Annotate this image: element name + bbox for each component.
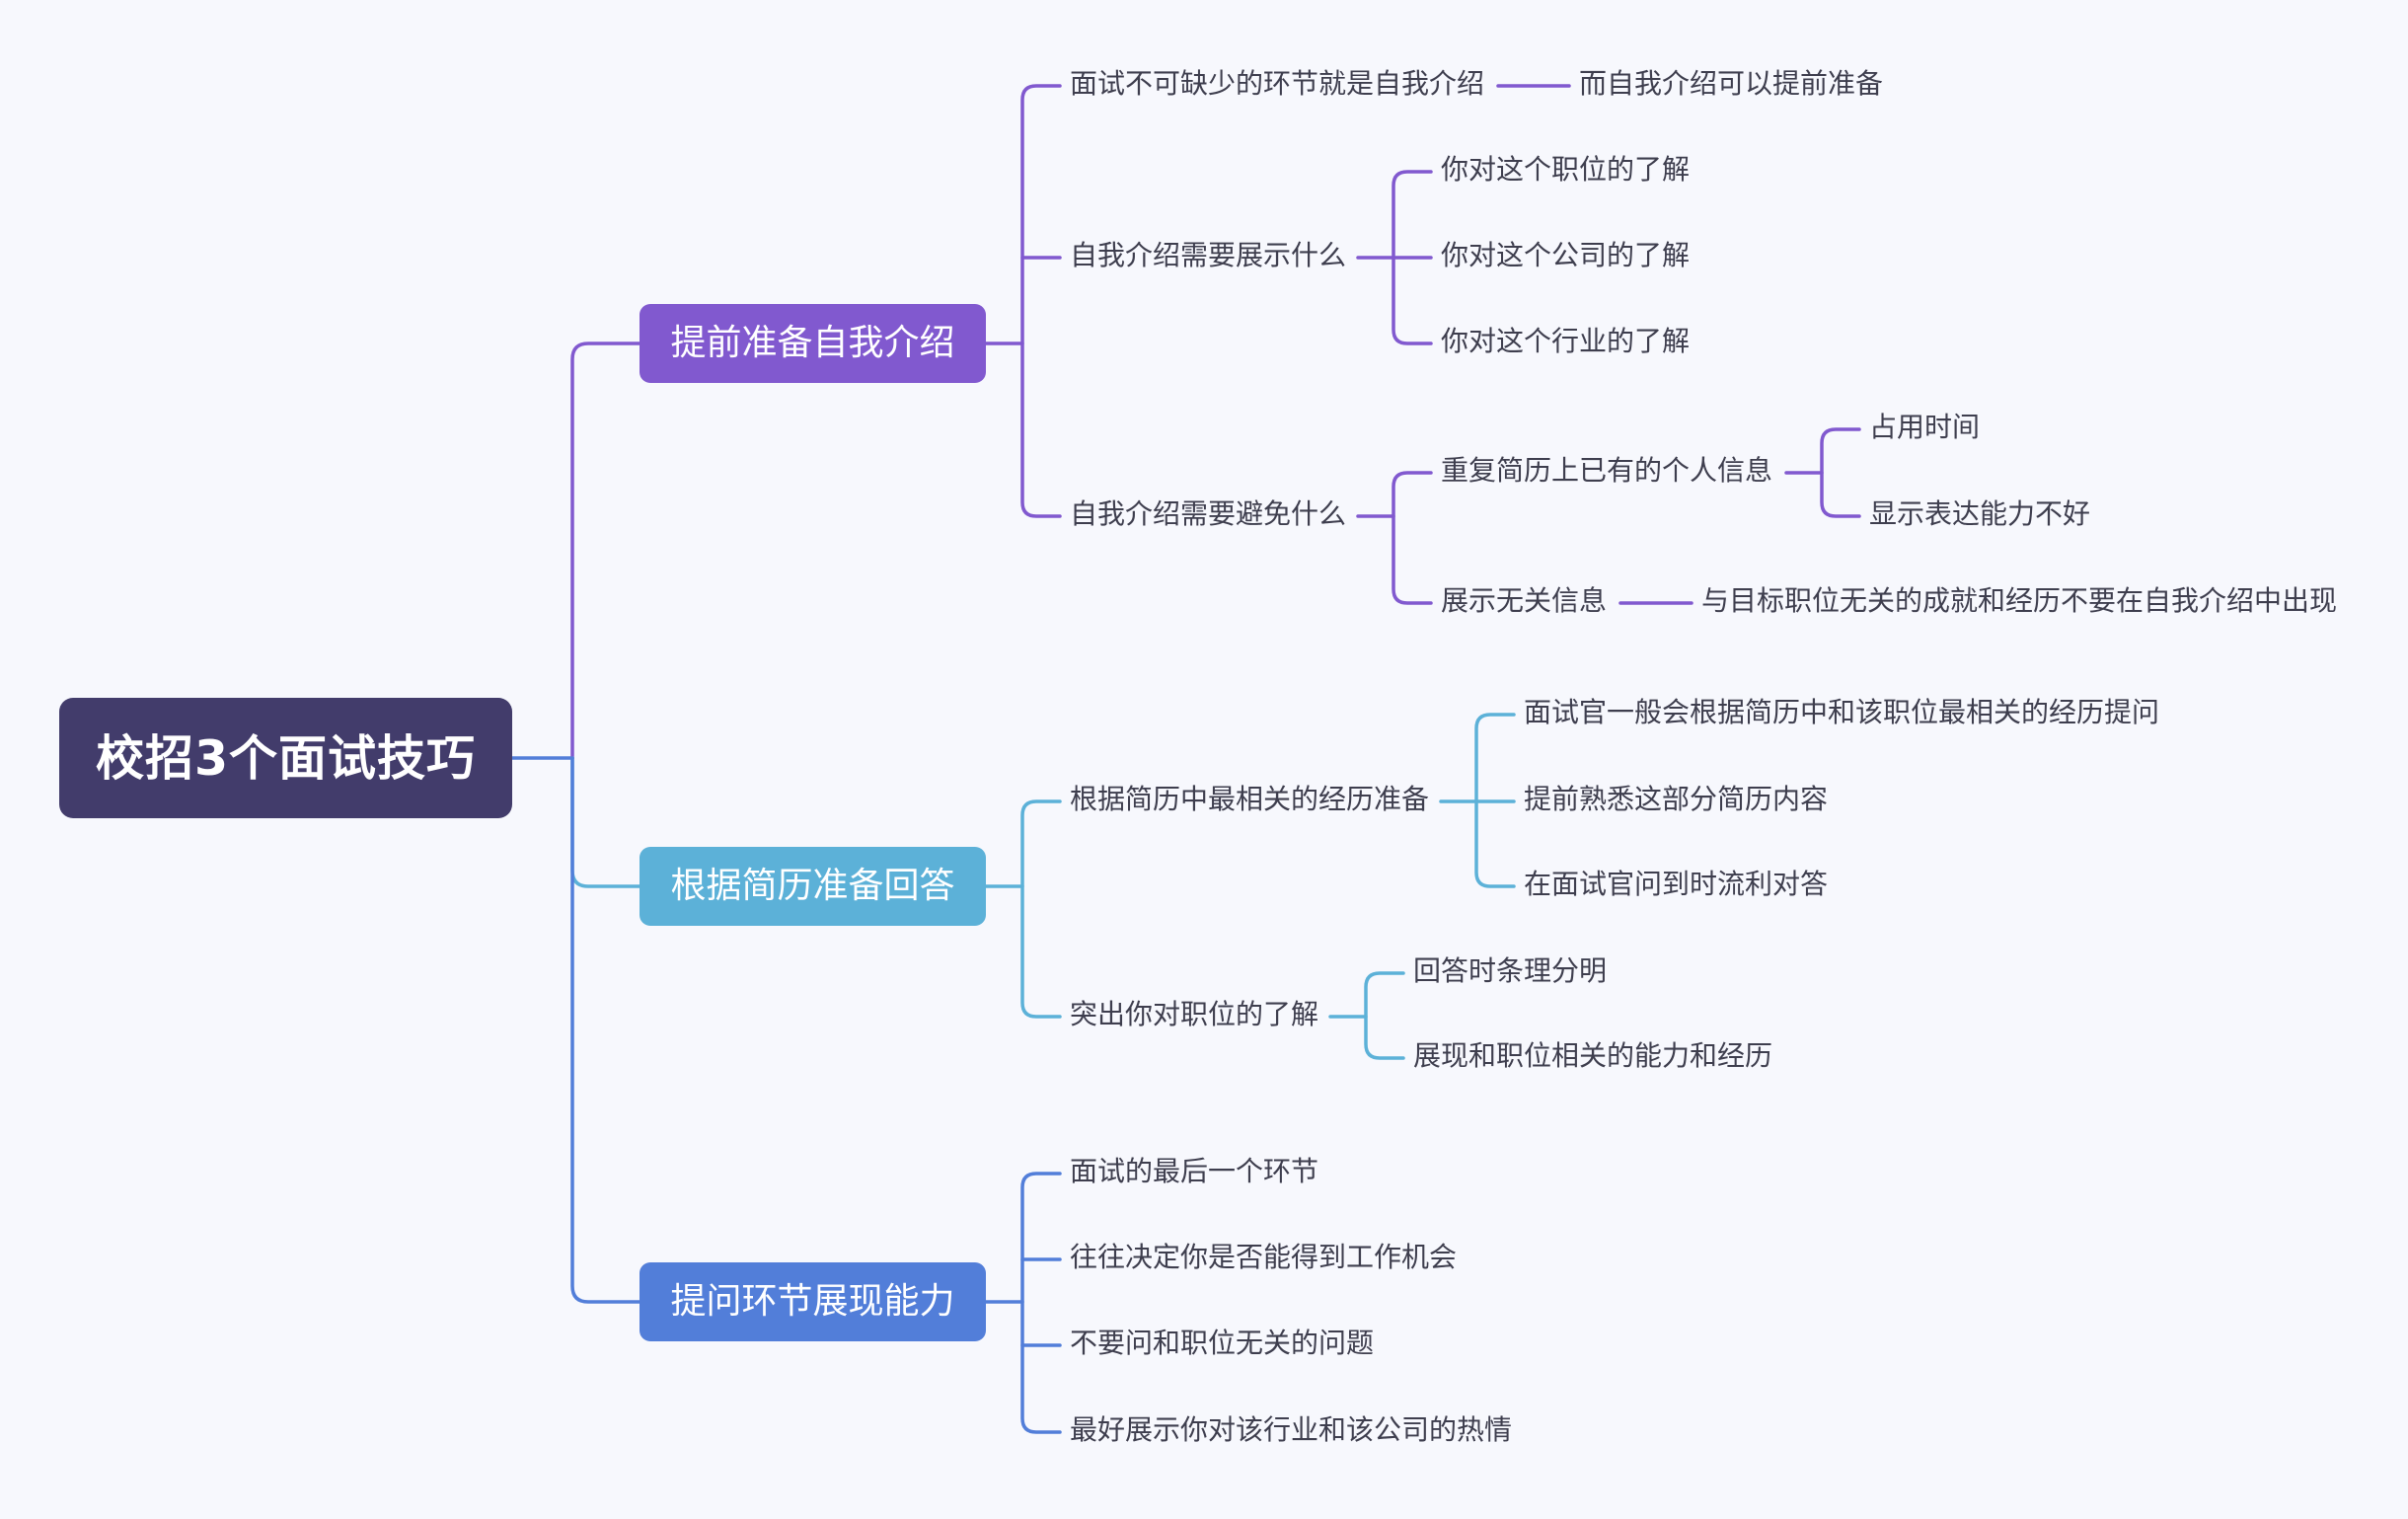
connector-root-branch-2 (570, 756, 641, 888)
subtopic-know-position[interactable]: 你对这个职位的了解 (1441, 153, 1691, 186)
connector-b1-c3a-bracket (1820, 427, 1861, 518)
subtopic-clear-answers[interactable]: 回答时条理分明 (1413, 954, 1608, 987)
connector-b3-bracket (1020, 1172, 1062, 1434)
connector-b1-c3-bracket (1392, 471, 1433, 605)
subtopic-relevant-experience[interactable]: 根据简历中最相关的经历准备 (1070, 783, 1430, 815)
connector-b1-bracket (1020, 84, 1062, 518)
subtopic-last-stage[interactable]: 面试的最后一个环节 (1070, 1155, 1319, 1187)
subtopic-avoid-irrelevant-questions[interactable]: 不要问和职位无关的问题 (1070, 1327, 1375, 1359)
connector-root-branch-3 (570, 756, 641, 1304)
subtopic-highlight-position[interactable]: 突出你对职位的了解 (1070, 998, 1319, 1030)
connector-root-branch-1 (570, 342, 641, 760)
subtopic-irrelevant-achievements[interactable]: 与目标职位无关的成就和经历不要在自我介绍中出现 (1701, 584, 2338, 617)
subtopic-know-industry[interactable]: 你对这个行业的了解 (1441, 325, 1691, 357)
subtopic-interviewer-asks[interactable]: 面试官一般会根据简历中和该职位最相关的经历提问 (1524, 696, 2160, 728)
branch-topic-question-stage[interactable]: 提问环节展现能力 (640, 1262, 986, 1341)
branch-topic-resume-answers[interactable]: 根据简历准备回答 (640, 847, 986, 926)
subtopic-poor-expression[interactable]: 显示表达能力不好 (1869, 497, 2091, 530)
subtopic-know-company[interactable]: 你对这个公司的了解 (1441, 239, 1691, 271)
subtopic-intro-what-to-show[interactable]: 自我介绍需要展示什么 (1070, 239, 1347, 271)
connector-b2-bracket (1020, 799, 1062, 1019)
subtopic-show-abilities[interactable]: 展现和职位相关的能力和经历 (1413, 1039, 1773, 1072)
subtopic-decides-offer[interactable]: 往往决定你是否能得到工作机会 (1070, 1241, 1458, 1273)
connector-b2-c2-bracket (1364, 971, 1405, 1060)
subtopic-repeat-resume-info[interactable]: 重复简历上已有的个人信息 (1441, 454, 1773, 487)
subtopic-irrelevant-info[interactable]: 展示无关信息 (1441, 584, 1608, 617)
subtopic-intro-what-to-avoid[interactable]: 自我介绍需要避免什么 (1070, 497, 1347, 530)
subtopic-takes-time[interactable]: 占用时间 (1869, 411, 1981, 443)
root-topic[interactable]: 校招3个面试技巧 (59, 698, 512, 818)
subtopic-intro-essential[interactable]: 面试不可缺少的环节就是自我介绍 (1070, 67, 1485, 100)
subtopic-show-enthusiasm[interactable]: 最好展示你对该行业和该公司的热情 (1070, 1413, 1513, 1446)
branch-topic-prepare-self-intro[interactable]: 提前准备自我介绍 (640, 304, 986, 383)
subtopic-intro-prepare-ahead[interactable]: 而自我介绍可以提前准备 (1579, 67, 1884, 100)
subtopic-answer-fluently[interactable]: 在面试官问到时流利对答 (1524, 868, 1829, 900)
subtopic-familiarize-resume[interactable]: 提前熟悉这部分简历内容 (1524, 783, 1829, 815)
